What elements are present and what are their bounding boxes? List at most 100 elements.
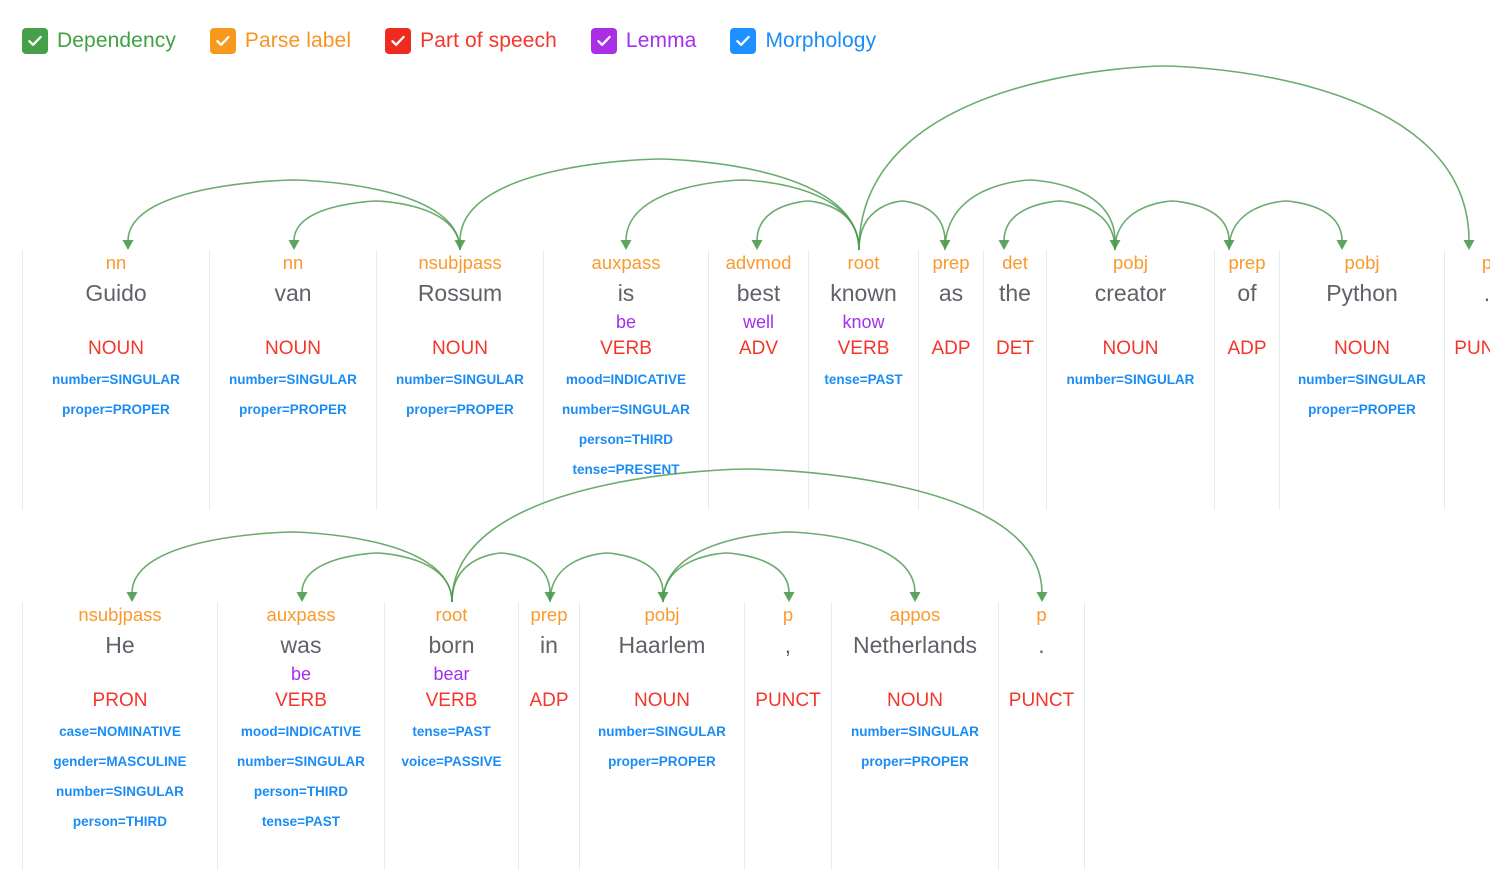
legend-item-parse-label[interactable]: Parse label — [209, 28, 351, 54]
arrow-head-icon — [620, 240, 632, 250]
token-word[interactable]: . — [1483, 280, 1490, 306]
token-word[interactable]: is — [617, 280, 635, 306]
part-of-speech: PRON — [92, 690, 148, 711]
morphology-feature: case=NOMINATIVE — [59, 723, 181, 739]
arrow-head-icon — [288, 240, 300, 250]
arrow-head-icon — [296, 592, 308, 602]
morphology-feature: number=SINGULAR — [52, 371, 180, 387]
parse-label: appos — [889, 604, 941, 625]
token-word[interactable]: Guido — [85, 280, 147, 306]
morphology-feature: number=SINGULAR — [229, 371, 357, 387]
morphology-feature: proper=PROPER — [406, 401, 514, 417]
token-word[interactable]: van — [274, 280, 312, 306]
parse-label: p — [1481, 252, 1490, 273]
morphology-feature: proper=PROPER — [62, 401, 170, 417]
token-column[interactable]: p. PUNCT — [1445, 250, 1490, 510]
token-column[interactable]: prep as ADP — [919, 250, 984, 510]
token-word[interactable]: of — [1237, 280, 1257, 306]
token-word[interactable]: Haarlem — [618, 632, 706, 658]
part-of-speech: NOUN — [634, 690, 690, 711]
morphology-feature: mood=INDICATIVE — [565, 371, 687, 387]
token-word[interactable]: He — [105, 632, 135, 658]
arrow-head-icon — [1109, 240, 1121, 250]
checkbox-checked-icon[interactable] — [730, 28, 757, 54]
dependency-arc — [1114, 200, 1235, 250]
dependency-arc — [296, 552, 453, 602]
legend-item-lemma[interactable]: Lemma — [590, 28, 697, 54]
part-of-speech: ADP — [931, 338, 971, 359]
part-of-speech: ADP — [529, 690, 569, 711]
dependency-arc — [662, 552, 795, 602]
checkbox-checked-icon[interactable] — [209, 28, 236, 54]
token-column[interactable]: p. PUNCT — [999, 602, 1085, 870]
parse-label: det — [1002, 252, 1028, 273]
morphology-list: number=SINGULAR proper=PROPER — [52, 364, 180, 424]
checkbox-checked-icon[interactable] — [590, 28, 617, 54]
morphology-feature: person=THIRD — [578, 431, 674, 447]
token-word[interactable]: , — [784, 632, 792, 658]
checkbox-checked-icon[interactable] — [22, 28, 48, 54]
arrow-head-icon — [1336, 240, 1348, 250]
legend-item-dependency[interactable]: Dependency — [22, 28, 176, 54]
legend-item-part-of-speech[interactable]: Part of speech — [385, 28, 557, 54]
parse-label: root — [847, 252, 880, 273]
arrow-head-icon — [998, 240, 1010, 250]
morphology-feature: mood=INDICATIVE — [240, 723, 362, 739]
legend-item-morphology[interactable]: Morphology — [730, 28, 876, 54]
parse-label: advmod — [725, 252, 792, 273]
parse-label: prep — [1228, 252, 1266, 273]
parse-label: nsubjpass — [78, 604, 162, 625]
parse-label: nsubjpass — [418, 252, 502, 273]
token-word[interactable]: as — [938, 280, 964, 306]
token-column[interactable]: p, PUNCT — [745, 602, 832, 870]
token-word[interactable]: Python — [1326, 280, 1398, 306]
token-word[interactable]: born — [428, 632, 475, 658]
parse-label: pobj — [644, 604, 680, 625]
arrow-head-icon — [122, 240, 134, 250]
token-word[interactable]: in — [540, 632, 558, 658]
token-word[interactable]: known — [830, 280, 897, 306]
token-word[interactable]: Netherlands — [852, 632, 978, 658]
part-of-speech: NOUN — [887, 690, 943, 711]
parse-label: auxpass — [266, 604, 336, 625]
checkbox-checked-icon[interactable] — [385, 28, 412, 54]
dependency-arc — [858, 65, 1475, 250]
dependency-arc — [126, 531, 453, 602]
token-word[interactable]: Rossum — [417, 280, 503, 306]
morphology-feature: gender=MASCULINE — [53, 753, 187, 769]
token-word[interactable]: . — [1038, 632, 1045, 658]
token-word[interactable]: creator — [1094, 280, 1167, 306]
token-word[interactable]: the — [999, 280, 1031, 306]
legend-item-label: Dependency — [57, 29, 176, 52]
parse-label: prep — [932, 252, 970, 273]
morphology-feature: number=SINGULAR — [56, 783, 184, 799]
token-word[interactable]: best — [736, 280, 781, 306]
parse-label: p — [1036, 604, 1047, 625]
part-of-speech: VERB — [425, 690, 478, 711]
morphology-list: tense=PAST — [824, 364, 902, 394]
morphology-feature: tense=PAST — [824, 371, 903, 387]
part-of-speech: ADV — [738, 338, 779, 359]
part-of-speech: NOUN — [88, 338, 144, 359]
token-word[interactable]: was — [280, 632, 322, 658]
part-of-speech: VERB — [837, 338, 890, 359]
